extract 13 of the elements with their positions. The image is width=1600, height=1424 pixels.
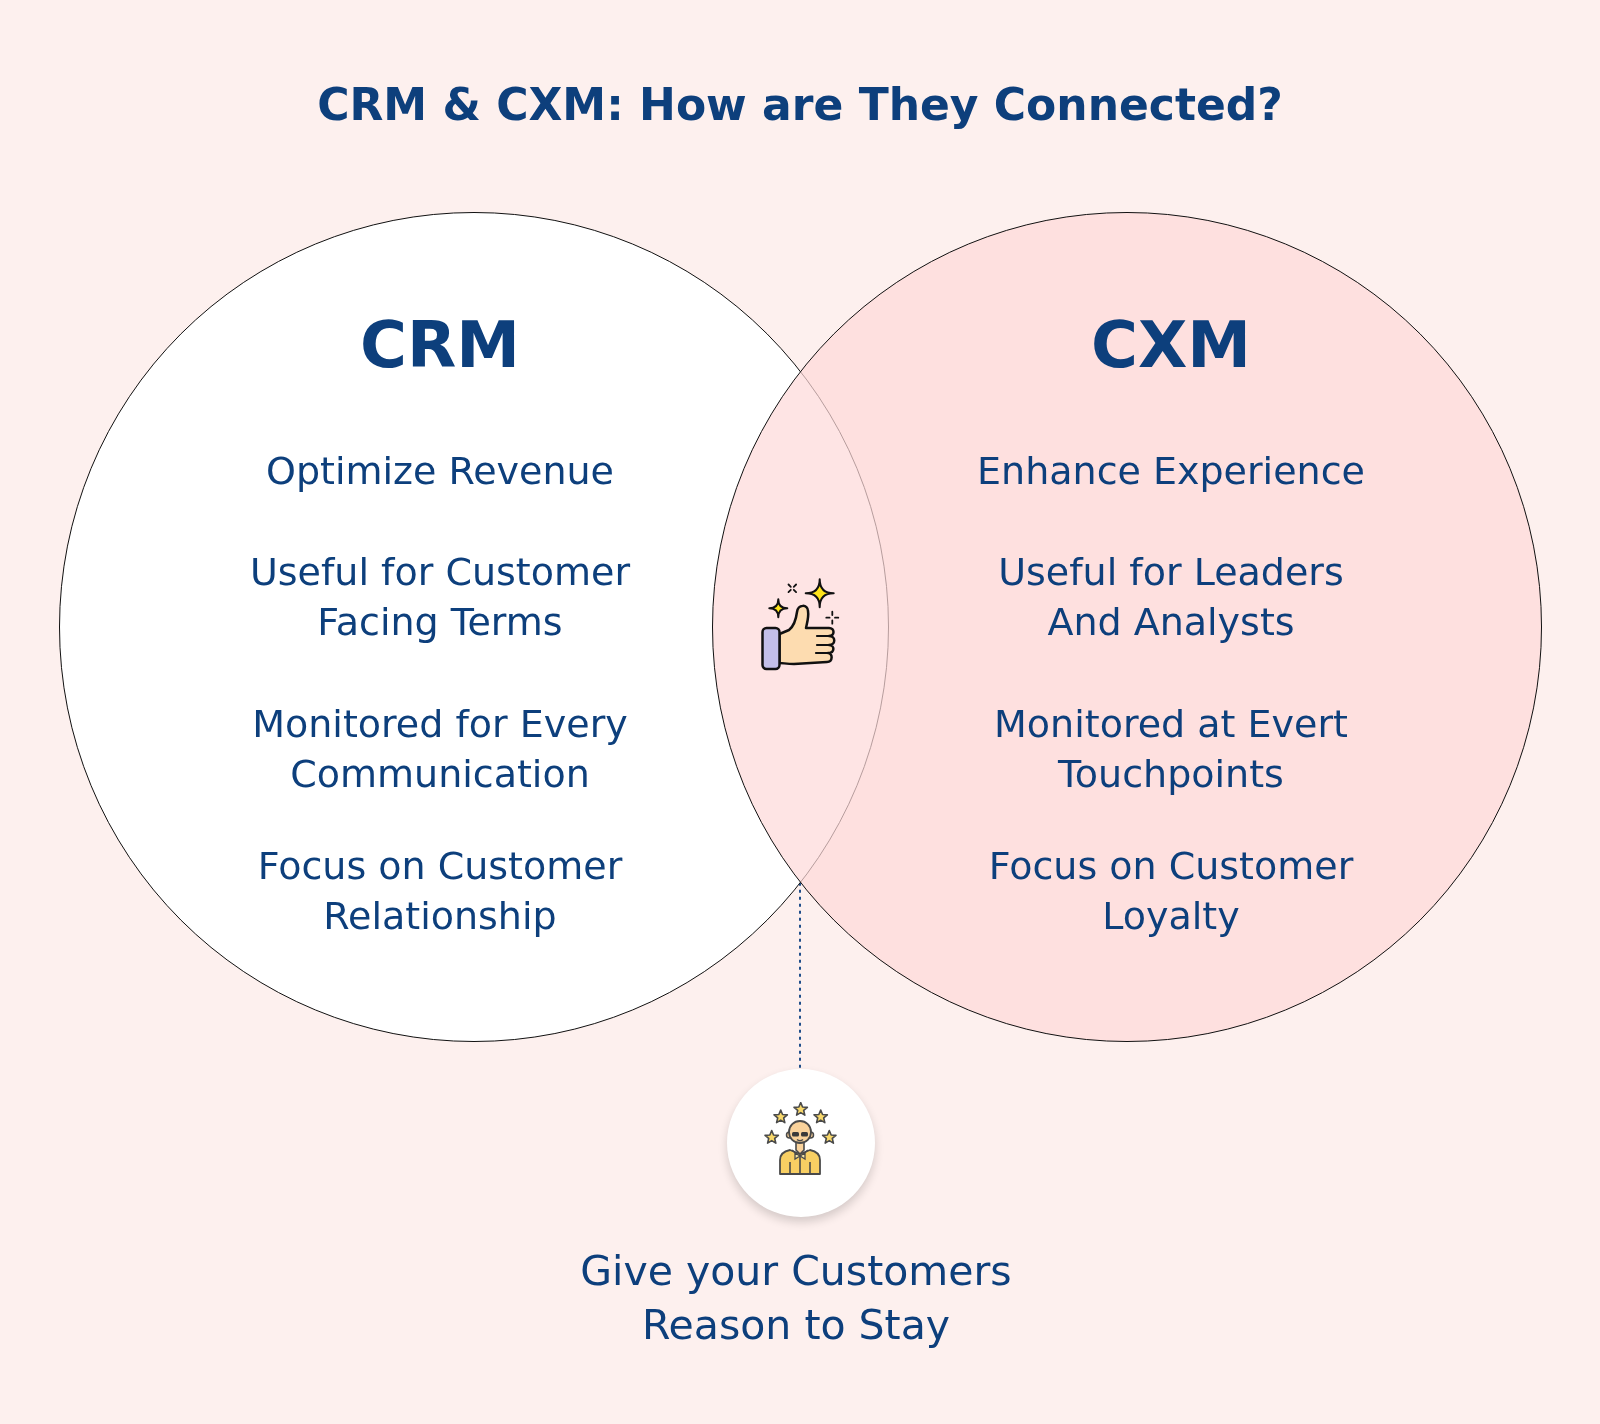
item-text: Useful for Leaders And Analysts	[997, 549, 1345, 646]
circle-heading: CRM	[359, 306, 521, 384]
item-text: Useful for Customer Facing Terms	[249, 549, 631, 646]
item-text: Optimize Revenue	[265, 448, 615, 495]
leader-line	[799, 881, 801, 1070]
item-text: Focus on Customer Relationship	[256, 843, 624, 940]
item-text: Monitored at Evert Touchpoints	[993, 701, 1349, 798]
title: CRM & CXM: How are They Connected?	[316, 78, 1284, 132]
circle-heading: CXM	[1090, 306, 1252, 384]
item-text: Focus on Customer Loyalty	[987, 843, 1355, 940]
caption-text: Give your Customers Reason to Stay	[579, 1246, 1013, 1351]
item-text: Enhance Experience	[976, 448, 1366, 495]
item-text: Monitored for Every Communication	[251, 701, 629, 798]
